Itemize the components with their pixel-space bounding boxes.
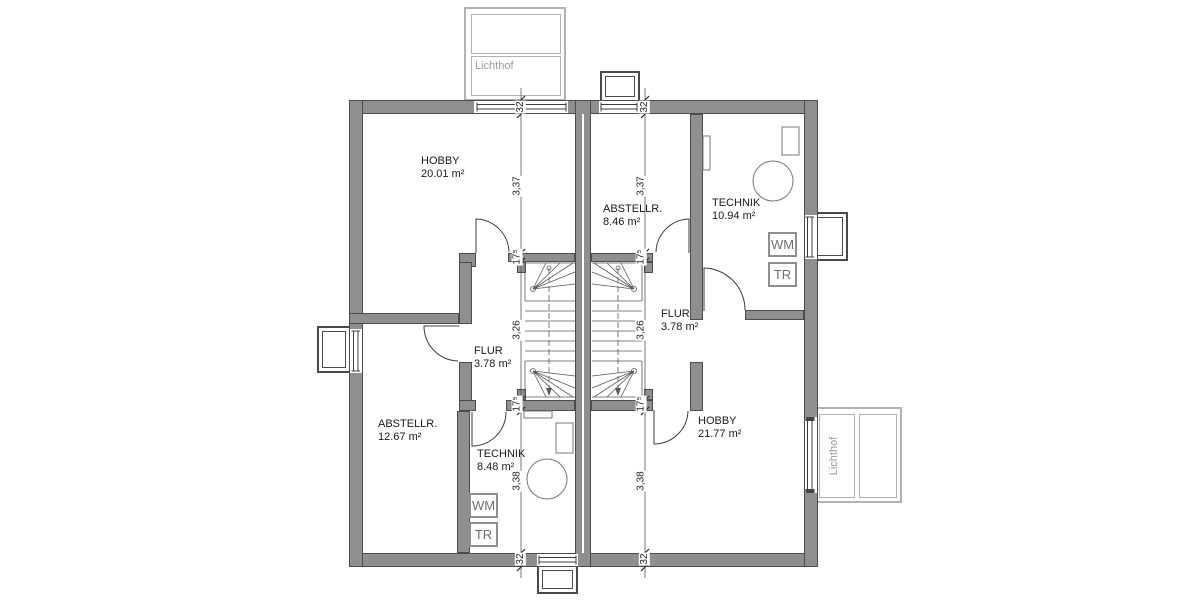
stairs-left [524,262,576,398]
room-name: FLUR [661,308,690,320]
door-arc-hobby-right [653,410,689,445]
window [805,417,817,493]
wall-technik-south-right [745,310,804,320]
room-label-technik-right: TECHNIK 10.94 m² [712,197,760,223]
equipment-rect-right [781,126,800,156]
equipment-rect-right-2 [702,135,711,171]
window [805,215,817,259]
door-arc-abstell-left [423,325,459,362]
equipment-rect-left-2 [523,410,553,419]
room-label-hobby-right: HOBBY 21.77 m² [698,415,741,441]
equipment-rect-left [555,422,574,454]
window-well [317,326,351,373]
room-name: ABSTELLR. [378,418,438,430]
dim-label: 3,26 [511,319,523,341]
wall-flur-hobby-right [690,362,703,411]
lichthof-right-label: Lichthof [828,436,840,476]
lichthof-top-cell [471,56,561,96]
wall-hobby-abstell-left [349,313,459,324]
wall-exterior-right [804,100,818,567]
dim-label: 3,26 [635,319,647,341]
dim-label: 3,38 [511,470,523,492]
window-well [537,565,578,594]
boiler-circle-left [526,458,568,500]
room-area: 10.94 m² [712,210,756,222]
window [537,554,578,566]
dim-label: 17⁵ [511,395,523,413]
room-area: 20.01 m² [421,168,465,180]
room-name: TECHNIK [712,197,761,209]
room-label-technik-left: TECHNIK 8.48 m² [477,448,525,474]
room-name: TECHNIK [477,448,526,460]
window-well [600,71,640,102]
room-area: 3.78 m² [661,321,699,333]
wall-stair-north-right [591,253,653,262]
lichthof-right-box [812,407,902,503]
dim-label: 17⁵ [635,395,647,413]
washing-machine-box-left: WM [469,493,498,518]
room-label-flur-right: FLUR 3.78 m² [661,308,698,334]
washing-machine-box-right: WM [768,232,797,257]
door-arc-technik-right [703,267,746,311]
dim-label: 17⁵ [635,248,647,266]
dim-label: 3,37 [511,175,523,197]
dim-label: 32 [514,552,526,566]
wall-flur-hobby-left [459,262,472,324]
dim-label: 32 [514,100,526,114]
boiler-circle-right [752,160,794,202]
door-arc-hobby-left [475,218,510,253]
room-label-abstell-left: ABSTELLR. 12.67 m² [378,418,437,444]
room-label-hobby-left: HOBBY 20.01 m² [421,155,464,181]
room-label-flur-left: FLUR 3.78 m² [474,345,511,371]
room-area: 8.46 m² [603,216,641,228]
dryer-box-left: TR [469,522,498,547]
room-name: HOBBY [698,415,737,427]
lichthof-right-cell [859,414,897,498]
lichthof-top-box [464,7,566,101]
dim-label: 32 [638,552,650,566]
room-area: 21.77 m² [698,428,742,440]
window [350,329,362,373]
wall-abstell-technik-left [457,411,470,553]
wall-stair-south-right [591,400,653,411]
room-name: FLUR [474,345,503,357]
window-well [812,212,848,261]
room-area: 3.78 m² [474,358,512,370]
room-name: ABSTELLR. [603,203,663,215]
wall-abstell-technik-right [690,114,703,320]
dim-label: 3,38 [635,470,647,492]
window [599,101,639,113]
wall-technik-north-left [459,400,476,411]
dryer-box-right: TR [768,262,797,287]
dim-label: 17⁵ [511,248,523,266]
wall-stair-north-left [508,253,575,262]
room-area: 8.48 m² [477,461,515,473]
dim-label: 32 [638,100,650,114]
room-label-abstell-right: ABSTELLR. 8.46 m² [603,203,662,229]
door-arc-technik-left [471,411,507,447]
lichthof-top-label: Lichthof [475,60,514,72]
lichthof-top-cell [471,14,561,54]
dim-label: 3,37 [635,175,647,197]
room-area: 12.67 m² [378,431,422,443]
lichthof-right-cell [819,414,855,498]
wall-party-seam [582,114,584,553]
room-name: HOBBY [421,155,460,167]
